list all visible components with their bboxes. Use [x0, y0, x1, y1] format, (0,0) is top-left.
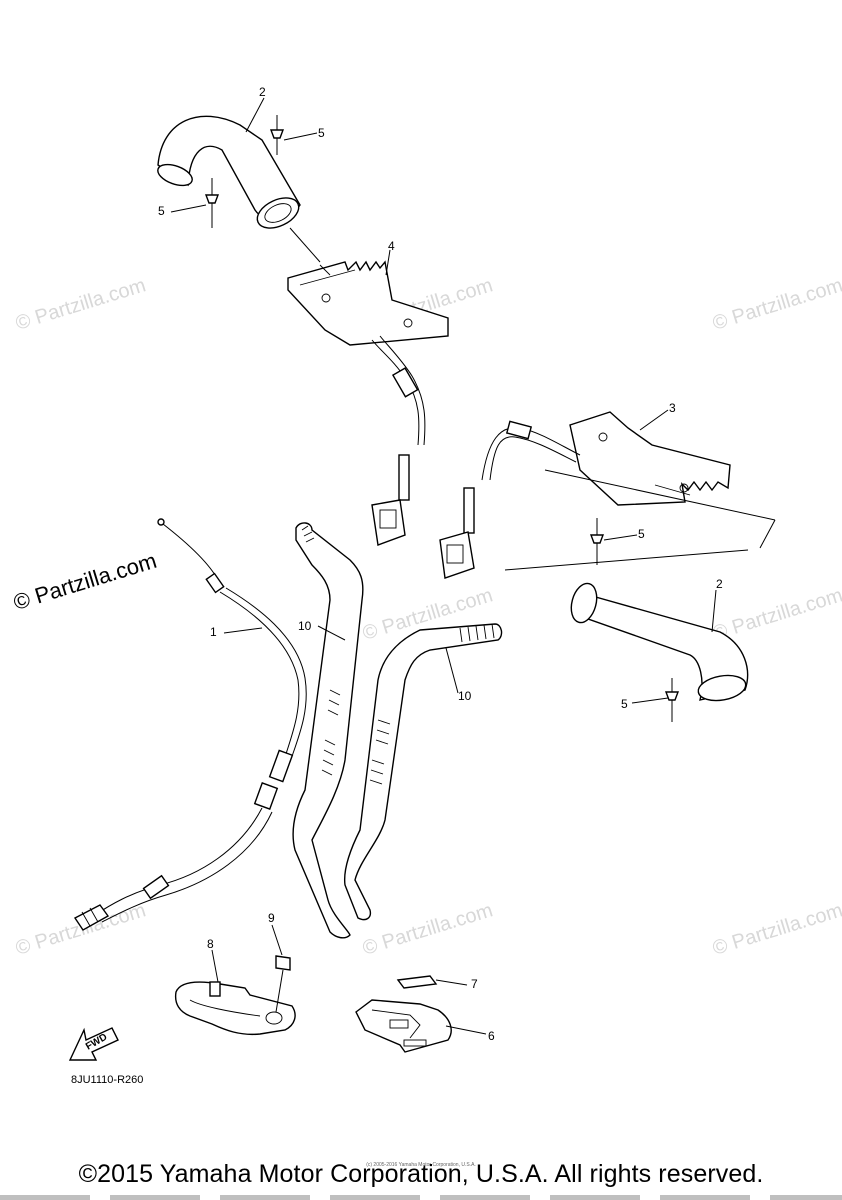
throttle-cable — [73, 518, 307, 931]
diagram-code: 8JU1110-R260 — [71, 1074, 144, 1086]
watermark-text: © Partzilla.com — [710, 899, 842, 959]
copyright-notice: ©2015 Yamaha Motor Corporation, U.S.A. A… — [78, 1160, 764, 1188]
callout-7: 7 — [471, 977, 478, 991]
watermark-text: © Partzilla.com — [710, 274, 842, 334]
callout-4: 4 — [388, 239, 395, 253]
cover-6 — [355, 999, 452, 1053]
bolt-9 — [275, 955, 291, 1013]
watermark-text: © Partzilla.com — [13, 899, 148, 959]
rivet-lower-top — [589, 518, 605, 565]
callout-5-lower-bottom: 5 — [621, 697, 628, 711]
callout-2-upper: 2 — [259, 85, 266, 99]
callout-9: 9 — [268, 911, 275, 925]
heater-wire-upper — [371, 335, 426, 546]
leader-lines-lower — [504, 469, 776, 571]
callout-5-upper-right: 5 — [318, 126, 325, 140]
callout-6: 6 — [488, 1029, 495, 1043]
rivet-lower-bottom — [664, 678, 680, 722]
watermark-text: © Partzilla.com — [710, 584, 842, 644]
background-watermarks: © Partzilla.com © Partzilla.com © Partzi… — [13, 274, 842, 959]
fwd-arrow: FWD — [68, 1027, 119, 1061]
heater-wire-lower — [439, 420, 581, 579]
rivet-upper-left — [204, 178, 220, 228]
callout-8: 8 — [207, 937, 214, 951]
heater-plate-upper — [287, 260, 449, 346]
tiny-copyright: (c) 2005-2016 Yamaha Motor Corporation, … — [366, 1162, 476, 1168]
handlebar-left — [292, 522, 364, 939]
bracket-8 — [174, 981, 296, 1036]
callout-leaders — [170, 97, 717, 1035]
callout-5-upper-left: 5 — [158, 204, 165, 218]
heater-plate-lower — [569, 411, 731, 506]
bottom-border — [0, 1195, 842, 1200]
callout-numbers: 2 5 5 4 3 5 2 5 1 10 10 9 8 7 6 — [158, 85, 723, 1043]
callout-1: 1 — [210, 625, 217, 639]
grip-upper — [157, 115, 321, 263]
grip-lower — [570, 582, 749, 702]
rivet-upper-right — [269, 115, 285, 155]
watermark-text: © Partzilla.com — [360, 899, 495, 959]
callout-2-lower: 2 — [716, 577, 723, 591]
callout-5-lower-top: 5 — [638, 527, 645, 541]
callout-10-left: 10 — [298, 619, 312, 633]
watermark-text: © Partzilla.com — [13, 274, 148, 334]
pad-7 — [396, 975, 438, 989]
callout-3: 3 — [669, 401, 676, 415]
callout-10-right: 10 — [458, 689, 472, 703]
handlebar-right — [343, 623, 503, 921]
